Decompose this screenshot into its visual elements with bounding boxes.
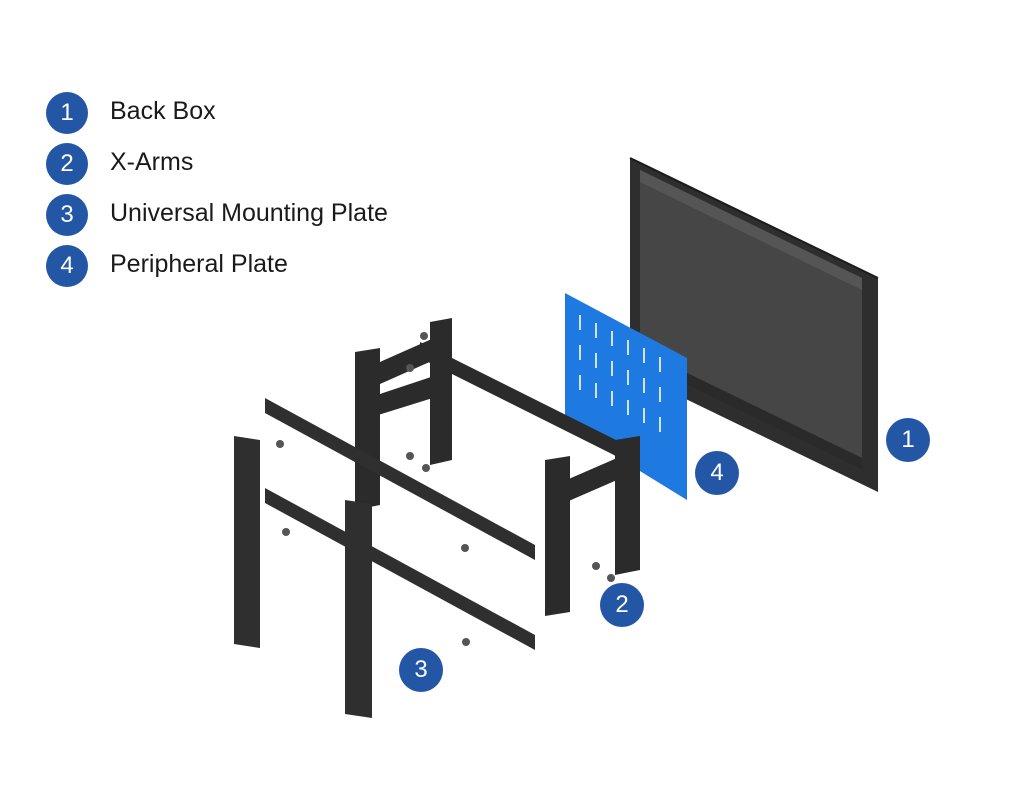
legend-label: X-Arms (110, 148, 194, 176)
peripheral-plate (565, 293, 687, 500)
callout-back-box: 1 (886, 418, 930, 462)
back-box (629, 157, 879, 492)
callout-x-arms: 2 (600, 583, 644, 627)
x-arms (355, 318, 640, 616)
callout-peripheral-plate: 4 (695, 451, 739, 495)
legend-label: Back Box (110, 97, 216, 125)
legend-label: Universal Mounting Plate (110, 199, 388, 227)
legend-badge: 1 (46, 92, 88, 134)
legend-badge: 4 (46, 245, 88, 287)
legend-label: Peripheral Plate (110, 250, 288, 278)
universal-mounting-plate (234, 398, 535, 718)
screws (276, 332, 615, 646)
legend-badge: 2 (46, 143, 88, 185)
legend-badge: 3 (46, 194, 88, 236)
callout-universal-mounting-plate: 3 (399, 648, 443, 692)
